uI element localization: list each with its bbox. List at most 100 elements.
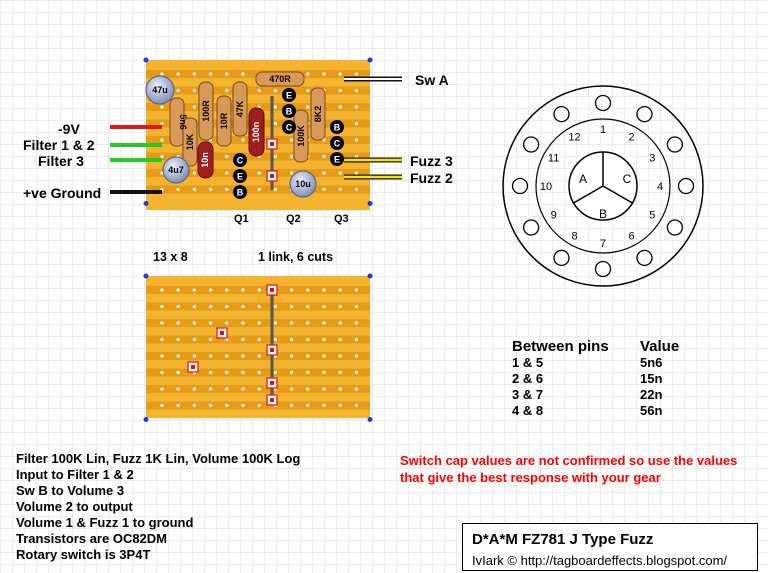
strip-hole <box>241 288 245 292</box>
strip-hole <box>176 72 180 76</box>
switch-lug <box>553 249 570 267</box>
top-cut-markers <box>266 138 278 182</box>
label-470r: 470R <box>269 74 291 84</box>
label-47u: 47u <box>152 85 168 95</box>
strip-hole <box>322 138 326 142</box>
electrolytic-caps <box>145 75 317 198</box>
switch-lug <box>511 177 529 195</box>
table-row-1-value: 5n6 <box>640 355 663 370</box>
resistor-10k <box>182 117 198 167</box>
label-10r: 10R <box>219 112 229 129</box>
strip-hole <box>354 321 358 325</box>
strip-hole <box>160 304 164 309</box>
strip-hole <box>241 321 245 325</box>
strip-hole <box>209 337 213 342</box>
strip-hole <box>225 304 229 309</box>
strip-hole <box>209 354 213 358</box>
cap-100n <box>248 107 265 157</box>
electrolytic-10u <box>289 170 317 198</box>
strip-hole <box>322 304 326 309</box>
strip-hole <box>306 304 310 309</box>
strip-hole <box>354 88 358 93</box>
strip-hole <box>322 403 326 408</box>
strip-hole <box>338 337 342 342</box>
label-minus-9v: -9V <box>58 121 80 137</box>
label-filter-3: Filter 3 <box>38 153 84 169</box>
strip-hole <box>209 403 213 408</box>
strip-hole <box>338 187 342 192</box>
switch-lug <box>522 219 540 236</box>
strip-hole <box>338 387 342 391</box>
strip-hole <box>209 304 213 309</box>
strip-hole <box>160 370 164 375</box>
strip-hole <box>306 387 310 391</box>
strip-hole <box>354 304 358 309</box>
switch-lug <box>553 105 570 123</box>
strip-hole <box>354 370 358 375</box>
strip-hole <box>176 337 180 342</box>
strip-hole <box>192 187 196 192</box>
strip-hole <box>257 321 261 325</box>
strip-hole <box>322 337 326 342</box>
strip-hole <box>322 154 326 159</box>
strip-hole <box>257 304 261 309</box>
strip-hole <box>338 88 342 93</box>
layout-title: D*A*M FZ781 J Type Fuzz <box>472 531 654 548</box>
label-100n: 100n <box>251 122 261 143</box>
strip-hole <box>192 321 196 325</box>
strip-hole <box>176 288 180 292</box>
strip-hole <box>225 321 229 325</box>
q2-pin-b <box>282 104 296 118</box>
strip-hole <box>209 187 213 192</box>
strip-hole <box>225 387 229 391</box>
strip-hole <box>354 138 358 142</box>
switch-lug <box>594 260 612 278</box>
label-47k: 47K <box>235 100 245 117</box>
strip-hole <box>241 370 245 375</box>
strip-hole <box>322 187 326 192</box>
q3-pin-c <box>330 136 344 150</box>
label-100k: 100K <box>296 125 306 147</box>
strip-hole <box>225 187 229 192</box>
strip-hole <box>257 354 261 358</box>
switch-inner-ring <box>535 118 671 254</box>
strip-hole <box>192 288 196 292</box>
strip-hole <box>273 88 277 93</box>
switch-pin-number: 8 <box>571 230 577 242</box>
track-cut-center <box>270 398 274 402</box>
strip-hole <box>338 321 342 325</box>
strip-hole <box>257 88 261 93</box>
strip-hole <box>290 370 294 375</box>
strip-hole <box>273 154 277 159</box>
strip-hole <box>241 403 245 408</box>
strip-hole <box>322 321 326 325</box>
strip-hole <box>160 387 164 391</box>
electrolytic-4u7 <box>162 156 190 184</box>
label-4u7: 4u7 <box>168 165 184 175</box>
strip-hole <box>160 354 164 358</box>
switch-lug <box>677 177 695 195</box>
strip-hole <box>241 337 245 342</box>
svg-text:C: C <box>334 139 341 149</box>
board-summary: 1 link, 6 cuts <box>258 250 334 264</box>
strip-hole <box>176 88 180 93</box>
strip-hole <box>273 337 277 342</box>
table-header-pins: Between pins <box>512 338 609 355</box>
strip-hole <box>338 370 342 375</box>
strip-hole <box>225 288 229 292</box>
track-cut-center <box>270 288 274 292</box>
track-cut-center <box>270 381 274 385</box>
strip-hole <box>338 304 342 309</box>
strip-hole <box>176 304 180 309</box>
build-notes: Filter 100K Lin, Fuzz 1K Lin, Volume 100… <box>16 451 300 563</box>
strip-hole <box>322 72 326 76</box>
strip-hole <box>354 105 358 109</box>
strip-hole <box>290 387 294 391</box>
table-row-1-pins: 1 & 5 <box>512 355 544 370</box>
strip-hole <box>257 337 261 342</box>
credit-line: IvIark © http://tagboardeffects.blogspot… <box>472 553 728 568</box>
strip-hole <box>354 154 358 159</box>
strip-hole <box>176 387 180 391</box>
strip-hole <box>306 88 310 93</box>
